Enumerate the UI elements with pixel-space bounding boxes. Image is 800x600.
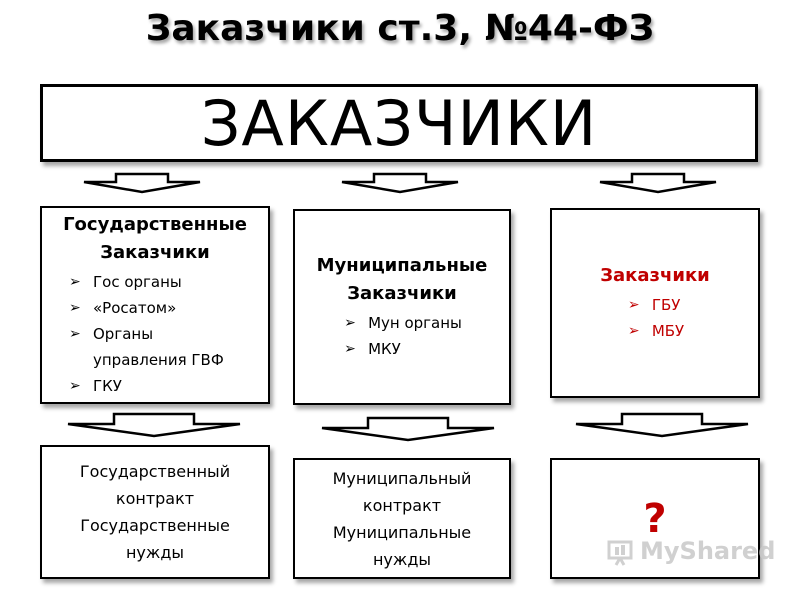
- presentation-board-icon: [607, 540, 633, 566]
- arrow-bullet-icon: ➢: [69, 274, 81, 290]
- box-heading: Государственные Заказчики: [63, 214, 247, 263]
- state-contract-box: Государственный контракт Государственные…: [40, 445, 270, 579]
- watermark-text: MyShared: [640, 537, 776, 565]
- down-arrow-icon: [83, 172, 201, 194]
- list-item: ➢«Росатом»: [67, 295, 243, 321]
- list-item: ➢Органы управления ГВФ: [67, 321, 243, 373]
- municipal-customers-box: Муниципальные Заказчики ➢Мун органы ➢МКУ: [293, 209, 511, 405]
- list-item: ➢ГКУ: [67, 373, 243, 399]
- down-arrow-icon: [321, 416, 495, 442]
- state-customers-list: ➢Гос органы ➢«Росатом» ➢Органы управлени…: [67, 269, 243, 399]
- list-item: ➢ГБУ: [626, 292, 684, 318]
- down-arrow-icon: [599, 172, 717, 194]
- customers-banner: ЗАКАЗЧИКИ: [40, 84, 758, 162]
- municipal-contract-box: Муниципальный контракт Муниципальные нуж…: [293, 458, 511, 579]
- budget-institutions-box: Заказчики ➢ГБУ ➢МБУ: [550, 208, 760, 398]
- arrow-bullet-icon: ➢: [627, 297, 640, 313]
- list-item: ➢Гос органы: [67, 269, 243, 295]
- budget-institutions-list: ➢ГБУ ➢МБУ: [626, 292, 684, 344]
- down-arrow-icon: [575, 412, 749, 438]
- arrow-bullet-icon: ➢: [344, 315, 356, 331]
- box-heading: Заказчики: [600, 265, 710, 286]
- box-heading: Муниципальные Заказчики: [316, 255, 488, 304]
- arrow-bullet-icon: ➢: [627, 323, 640, 339]
- down-arrow-icon: [341, 172, 459, 194]
- down-arrow-icon: [67, 412, 241, 438]
- municipal-customers-list: ➢Мун органы ➢МКУ: [342, 310, 462, 362]
- arrow-bullet-icon: ➢: [344, 341, 356, 357]
- arrow-bullet-icon: ➢: [69, 300, 81, 316]
- banner-text: ЗАКАЗЧИКИ: [200, 86, 598, 160]
- list-item: ➢МКУ: [342, 336, 462, 362]
- state-customers-box: Государственные Заказчики ➢Гос органы ➢«…: [40, 206, 270, 404]
- watermark: MyShared: [606, 536, 775, 566]
- page-title: Заказчики ст.3, №44-ФЗ: [145, 8, 655, 49]
- unknown-contract-box: ?: [550, 458, 760, 579]
- list-item: ➢МБУ: [626, 318, 684, 344]
- arrow-bullet-icon: ➢: [69, 378, 81, 394]
- list-item: ➢Мун органы: [342, 310, 462, 336]
- question-mark: ?: [643, 495, 667, 542]
- arrow-bullet-icon: ➢: [69, 326, 81, 342]
